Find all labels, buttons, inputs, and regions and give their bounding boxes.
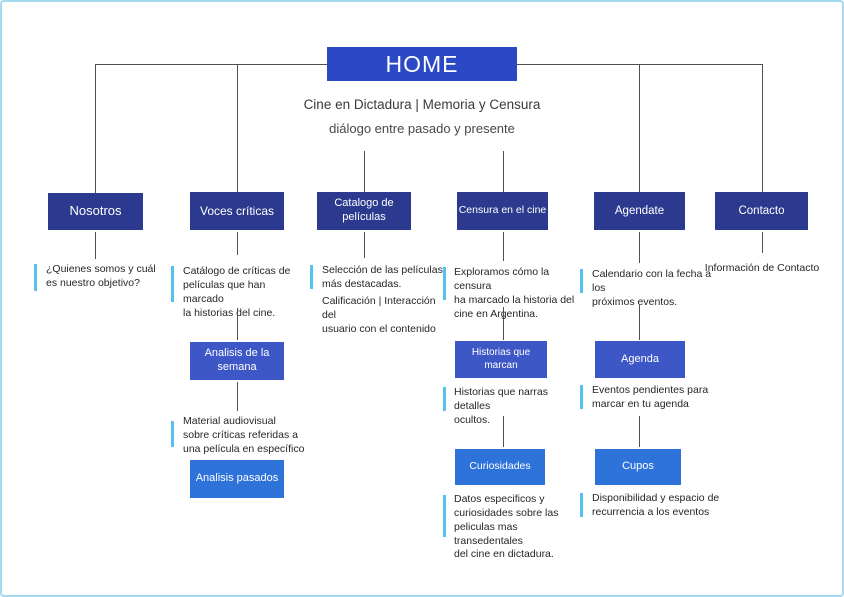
node-contacto[interactable]: Contacto xyxy=(715,192,808,230)
accent-bar xyxy=(443,495,446,537)
accent-bar xyxy=(310,265,313,289)
desc-voces-criticas: Catálogo de críticas de películas que ha… xyxy=(183,265,291,319)
desc-contacto: Información de Contacto xyxy=(704,262,820,274)
node-agenda[interactable]: Agenda xyxy=(595,341,685,378)
connector-analisis-desc xyxy=(237,382,238,411)
accent-bar xyxy=(443,387,446,411)
connector-contacto-desc xyxy=(762,232,763,253)
accent-bar xyxy=(443,267,446,300)
connector-voces-desc xyxy=(237,232,238,255)
connector-agendate-desc xyxy=(639,232,640,263)
connector-vertical-censura xyxy=(503,151,504,192)
desc-cupos: Disponibilidad y espacio de recurrencia … xyxy=(592,492,720,518)
accent-bar xyxy=(34,264,37,291)
node-analisis-semana[interactable]: Analisis de la semana xyxy=(190,342,284,380)
desc-analisis-semana: Material audiovisual sobre críticas refe… xyxy=(183,415,305,455)
connector-vertical-voces xyxy=(237,64,238,193)
desc-catalogo-seleccion: Selección de las películas más destacada… xyxy=(322,264,443,290)
desc-curiosidades: Datos especificos y curiosidades sobre l… xyxy=(454,493,559,561)
connector-nosotros-desc xyxy=(95,232,96,259)
desc-agendate: Calendario con la fecha a los próximos e… xyxy=(592,268,712,308)
connector-censura-desc xyxy=(503,232,504,261)
node-censura-cine[interactable]: Censura en el cine xyxy=(457,192,548,230)
desc-historias: Historias que narras detalles ocultos. xyxy=(454,386,548,426)
desc-catalogo-calificacion: Calificación | Interacción del usuario c… xyxy=(322,295,436,335)
node-agendate[interactable]: Agendate xyxy=(594,192,685,230)
node-cupos[interactable]: Cupos xyxy=(595,449,681,485)
connector-vertical-nosotros xyxy=(95,64,96,193)
page-title: Cine en Dictadura | Memoria y Censura xyxy=(303,97,541,112)
node-curiosidades[interactable]: Curiosidades xyxy=(455,449,545,485)
desc-nosotros: ¿Quienes somos y cuál es nuestro objetiv… xyxy=(46,263,156,289)
node-nosotros[interactable]: Nosotros xyxy=(48,193,143,230)
accent-bar xyxy=(171,266,174,302)
connector-vertical-contacto xyxy=(762,64,763,193)
page-subtitle: diálogo entre pasado y presente xyxy=(329,121,515,136)
connector-vertical-catalogo xyxy=(364,151,365,192)
node-analisis-pasados[interactable]: Analisis pasados xyxy=(190,460,284,498)
node-voces-criticas[interactable]: Voces críticas xyxy=(190,192,284,230)
connector-voces-analisis xyxy=(237,308,238,340)
connector-agendate-agenda xyxy=(639,305,640,340)
accent-bar xyxy=(171,421,174,447)
desc-agenda: Eventos pendientes para marcar en tu age… xyxy=(592,384,709,410)
connector-censura-historias xyxy=(503,307,504,340)
accent-bar xyxy=(580,493,583,517)
node-historias-marcan[interactable]: Historias que marcan xyxy=(455,341,547,378)
home-node[interactable]: HOME xyxy=(327,47,517,81)
connector-agenda-cupos xyxy=(639,416,640,447)
accent-bar xyxy=(580,269,583,293)
connector-historias-curiosidades xyxy=(503,416,504,447)
accent-bar xyxy=(580,385,583,409)
node-catalogo-peliculas[interactable]: Catalogo de películas xyxy=(317,192,411,230)
connector-vertical-agendate xyxy=(639,64,640,193)
desc-censura: Exploramos cómo la censura ha marcado la… xyxy=(454,266,575,320)
connector-catalogo-desc xyxy=(364,232,365,258)
